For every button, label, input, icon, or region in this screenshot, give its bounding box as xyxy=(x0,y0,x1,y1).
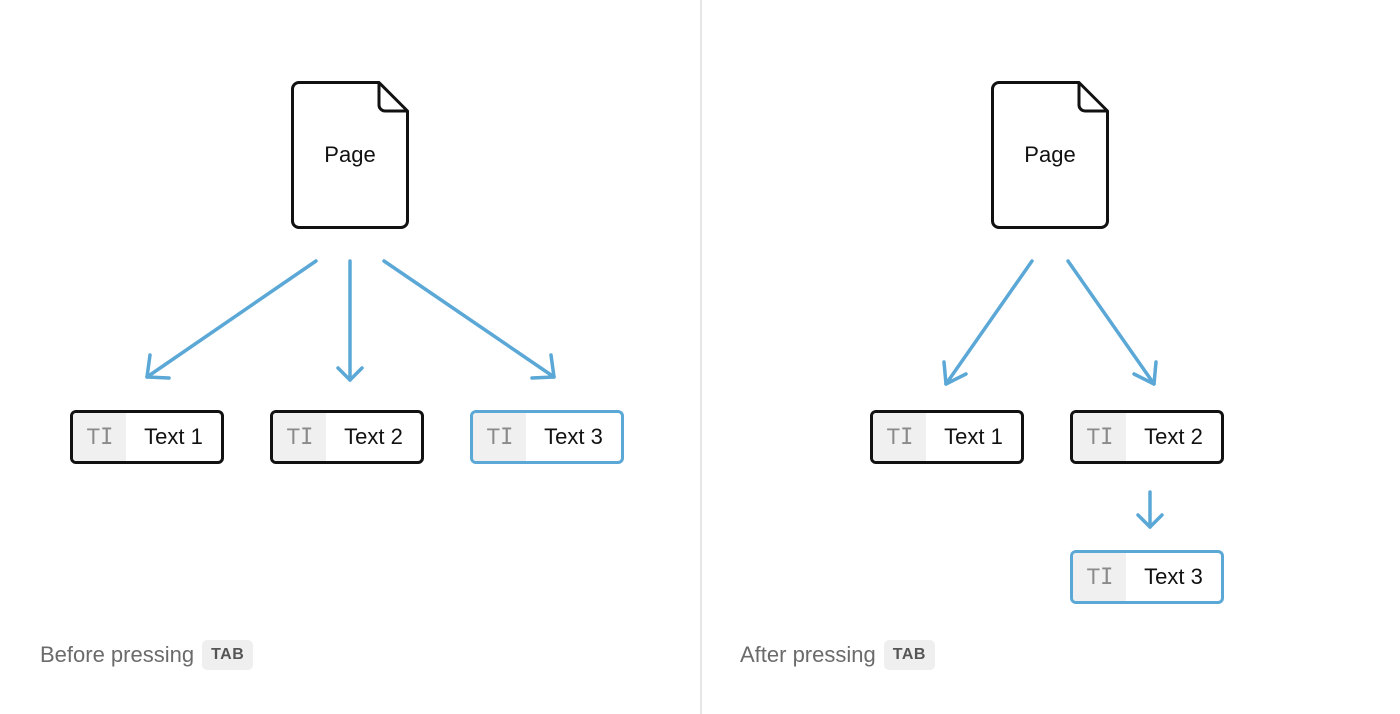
page-icon: Page xyxy=(991,81,1109,229)
arrow-to-text-3-nested xyxy=(1136,490,1164,529)
after-caption: After pressing TAB xyxy=(740,640,935,670)
arrow-to-text-1 xyxy=(942,259,1034,386)
text-block-label: Text 1 xyxy=(944,424,1003,449)
page-label: Page xyxy=(1024,142,1076,167)
panel-divider xyxy=(700,0,702,714)
after-arrows xyxy=(942,259,1164,529)
caption-text: After pressing xyxy=(740,642,876,667)
text-block-label: Text 1 xyxy=(144,424,203,449)
caption-text: Before pressing xyxy=(40,642,195,667)
page-label: Page xyxy=(324,142,376,167)
arrow-to-text-2 xyxy=(1066,259,1158,386)
text-block-label: Text 2 xyxy=(344,424,403,449)
arrow-to-text-3 xyxy=(382,259,556,380)
tab-key-badge: TAB xyxy=(883,640,935,670)
arrow-to-text-2 xyxy=(336,259,364,382)
before-caption: Before pressing TAB xyxy=(40,640,254,670)
text-block-label: Text 2 xyxy=(1144,424,1203,449)
arrow-to-text-1 xyxy=(145,259,318,380)
text-block-label: Text 3 xyxy=(544,424,603,449)
before-arrows xyxy=(145,259,556,382)
tab-key-badge: TAB xyxy=(202,640,254,670)
text-block-label: Text 3 xyxy=(1144,564,1203,589)
page-icon: Page xyxy=(291,81,409,229)
